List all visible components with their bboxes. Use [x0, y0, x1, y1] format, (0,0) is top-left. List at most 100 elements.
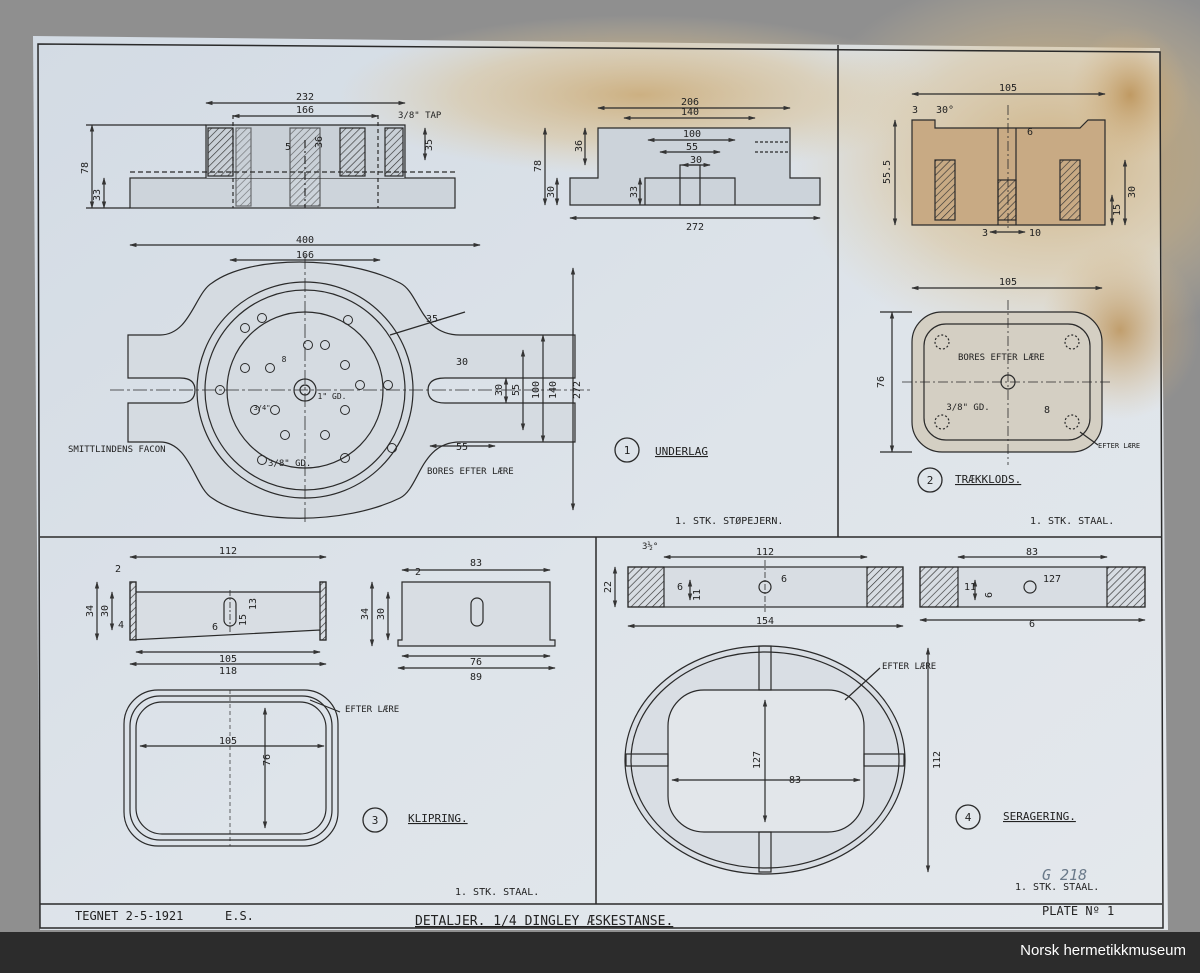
dim-p3-76: 76: [470, 657, 482, 668]
note-tap: 3/8" TAP: [398, 111, 442, 121]
dim-p1-55: 55: [686, 142, 698, 153]
dim-p1-30: 30: [690, 155, 702, 166]
dim-p4-6: 6: [677, 582, 683, 593]
dim-p3-112: 112: [219, 546, 237, 557]
bolt-hole: [340, 405, 350, 415]
dim-p1-232: 232: [296, 92, 314, 103]
part4-elevation-left: [612, 554, 904, 629]
part3-plan: [123, 689, 341, 847]
dim-p2-15: 15: [1112, 204, 1123, 216]
bolt-hole: [265, 363, 275, 373]
dim-p1-166: 166: [296, 105, 314, 116]
dim-p1-140b: 140: [548, 381, 559, 399]
bolt-hole: [343, 315, 353, 325]
dim-p4-6b: 6: [781, 574, 787, 585]
part2-name: TRÆKKLODS.: [955, 473, 1021, 486]
dim-p3-105b: 105: [219, 736, 237, 747]
dim-p1-36: 36: [314, 136, 325, 148]
image-footer: Norsk hermetikkmuseum: [0, 932, 1200, 973]
part3-number-circle: [362, 807, 388, 833]
dim-p1-34: 3/4": [254, 404, 271, 412]
dim-p3-34: 34: [85, 605, 96, 617]
dim-p1-5: 5: [285, 142, 291, 153]
part1-number-circle: [614, 437, 640, 463]
dim-p1-35b: 35: [426, 314, 438, 325]
bolt-hole: [240, 323, 250, 333]
plate-number: PLATE Nº 1: [1042, 904, 1114, 918]
note-efter-p3: EFTER LÆRE: [345, 705, 399, 715]
bolt-hole: [383, 380, 393, 390]
dim-p1-140: 140: [681, 107, 699, 118]
note-smittlinden: SMITTLINDENS FACON: [68, 445, 166, 455]
dim-p4-83: 83: [1026, 547, 1038, 558]
dim-p2-6: 6: [1027, 127, 1033, 138]
part1-number: 1: [624, 444, 631, 457]
part4-number-circle: [955, 804, 981, 830]
dim-p1-78b: 78: [533, 160, 544, 172]
bolt-hole: [280, 430, 290, 440]
part3-elevation-right: [369, 567, 556, 671]
dim-p3-4: 4: [118, 620, 124, 631]
sheet-frame: [37, 43, 1164, 929]
dim-p2-105b: 105: [999, 277, 1017, 288]
dim-p4-83b: 127: [752, 751, 763, 769]
dim-p3-15: 15: [238, 614, 249, 626]
part2-section: [892, 91, 1128, 235]
part2-spec: 1. STK. STAAL.: [1030, 516, 1114, 527]
dim-p1-55b: 55: [511, 384, 522, 396]
dim-p3-13: 13: [248, 598, 259, 610]
dim-p1-166b: 166: [296, 250, 314, 261]
bolt-hole: [355, 380, 365, 390]
part3-elevation-left: [94, 554, 327, 667]
dim-p1-1gd: 1" GD.: [318, 392, 347, 401]
bolt-hole: [215, 385, 225, 395]
part1-elevation-right: [542, 105, 821, 221]
bolt-hole: [303, 340, 313, 350]
dim-p1-100: 100: [683, 129, 701, 140]
part4-number: 4: [965, 811, 972, 824]
dim-p1-36b: 36: [574, 140, 585, 152]
dim-p1-272: 272: [686, 222, 704, 233]
part1-plan: [110, 242, 590, 525]
dim-p3-118: 118: [219, 666, 237, 677]
dim-p3-76b: 76: [262, 754, 273, 766]
dim-p3-2: 2: [115, 564, 121, 575]
dim-p2-555: 55.5: [882, 160, 893, 184]
bolt-hole: [340, 360, 350, 370]
part2-plan: [880, 285, 1110, 465]
drawing-title: DETALJER. 1/4 DINGLEY ÆSKESTANSE.: [415, 914, 673, 929]
part4-elevation-right: [919, 554, 1146, 623]
dim-p2-10: 10: [1029, 228, 1041, 239]
bolt-hole: [250, 405, 260, 415]
dim-p3-89: 89: [470, 672, 482, 683]
dim-p1-33: 33: [92, 189, 103, 201]
part3-name: KLIPRING.: [408, 812, 468, 825]
dim-p3-34b: 34: [360, 608, 371, 620]
dim-p2-76: 76: [876, 376, 887, 388]
dim-p4-6d: 127: [1043, 574, 1061, 585]
note-bores-p2: BORES EFTER LÆRE: [958, 353, 1045, 363]
dim-p3-2b: 2: [415, 567, 421, 578]
technical-drawing: 232 166 78 33 35 36 5 206 140 100 55 30 …: [33, 0, 1200, 930]
dim-p4-127b: 112: [932, 751, 943, 769]
bolt-hole: [320, 430, 330, 440]
dim-p4-11b: 6: [984, 592, 995, 598]
bolt-hole: [320, 340, 330, 350]
part1-holes: [215, 313, 397, 465]
dim-p3-30b: 30: [376, 608, 387, 620]
part2-number: 2: [927, 474, 934, 487]
dim-p4-127: 6: [1029, 619, 1035, 630]
dim-p1-33b: 33: [629, 186, 640, 198]
part4-name: SERAGERING.: [1003, 810, 1076, 823]
drawn-initials: E.S.: [225, 909, 254, 923]
drawn-date: TEGNET 2-5-1921: [75, 909, 183, 923]
dim-p1-272b: 272: [572, 381, 583, 399]
bolt-hole: [257, 455, 267, 465]
bolt-hole: [270, 405, 280, 415]
dim-p1-30b: 30: [546, 186, 557, 198]
bolt-hole: [387, 443, 397, 453]
dim-p1-35: 35: [424, 139, 435, 151]
dim-p2-30: 30: [1127, 186, 1138, 198]
part3-number: 3: [372, 814, 379, 827]
